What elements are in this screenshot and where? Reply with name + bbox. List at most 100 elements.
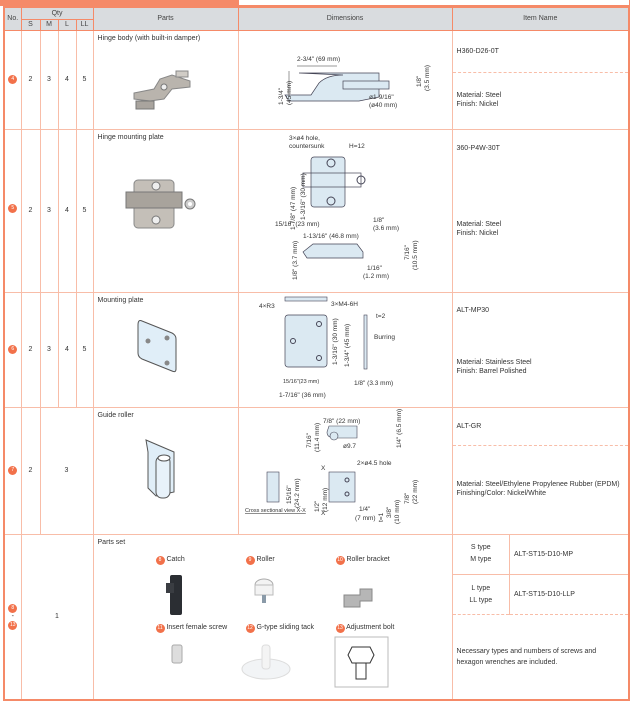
- table-row: 8 - 13 1 Parts set 8 Catch 9 Roller 10 R…: [3, 533, 630, 701]
- item-number-badge: 5: [8, 203, 18, 213]
- svg-text:7/8" (22 mm): 7/8" (22 mm): [323, 418, 360, 425]
- svg-text:(1.2 mm): (1.2 mm): [363, 273, 389, 280]
- header-l: L: [57, 18, 77, 31]
- range-separator: -: [11, 612, 14, 620]
- hinge-mounting-plate-image: [125, 179, 196, 228]
- type-label: L type: [471, 584, 491, 592]
- guide-roller-image: [144, 438, 175, 498]
- svg-text:7/8": 7/8": [404, 491, 411, 503]
- svg-text:countersunk: countersunk: [289, 143, 325, 150]
- svg-text:Cross sectional view X-X: Cross sectional view X-X: [245, 508, 306, 514]
- item-code: ALT-MP30: [456, 307, 490, 314]
- qty-all: 1: [20, 533, 94, 701]
- svg-text:(45 mm): (45 mm): [286, 80, 293, 104]
- finish: Finish: Barrel Polished: [456, 367, 527, 375]
- part-cell: Hinge mounting plate: [92, 128, 239, 293]
- svg-text:ø1-9/16": ø1-9/16": [369, 94, 394, 101]
- svg-text:3/8": 3/8": [386, 505, 393, 517]
- qty-ll: 5: [75, 128, 94, 293]
- svg-text:(ø40 mm): (ø40 mm): [369, 102, 397, 109]
- qty-s: 2: [20, 406, 41, 535]
- item-name-cell: ALT-GR Material: Steel/Ethylene Propylen…: [451, 406, 630, 535]
- svg-text:(11.4 mm): (11.4 mm): [314, 422, 321, 451]
- item-number-badge: 6: [8, 345, 18, 354]
- part-name: Mounting plate: [97, 296, 144, 304]
- svg-text:(7 mm): (7 mm): [355, 515, 376, 522]
- qty-ll: 5: [75, 291, 94, 408]
- svg-text:15/16": 15/16": [286, 484, 293, 503]
- svg-text:7/16": 7/16": [306, 432, 313, 448]
- type-label: M type: [470, 556, 492, 564]
- item-number-badge: 13: [8, 620, 18, 630]
- hinge-body-image: [133, 70, 191, 109]
- svg-text:t=2: t=2: [376, 313, 386, 320]
- part-cell: Mounting plate: [92, 291, 239, 408]
- set-item-roller-bracket: 10 Roller bracket: [335, 555, 390, 565]
- svg-text:1-3/4": 1-3/4": [278, 87, 285, 105]
- item-number-badge: 4: [8, 75, 18, 84]
- set-item-adjustment-bolt: 13 Adjustment bolt: [335, 623, 395, 633]
- qty-s: 2: [20, 128, 41, 293]
- svg-text:1-13/16" (46.8 mm): 1-13/16" (46.8 mm): [303, 233, 359, 240]
- header-item-name: Item Name: [451, 6, 630, 31]
- item-name-cell: S type M type ALT-ST15-D10-MP L type LL ty…: [451, 533, 630, 701]
- svg-text:1/2": 1/2": [314, 499, 321, 511]
- top-box: [238, 0, 630, 6]
- svg-text:(22 mm): (22 mm): [412, 479, 419, 503]
- qty-s: 2: [20, 291, 41, 408]
- svg-text:2-3/4" (69 mm): 2-3/4" (69 mm): [297, 56, 340, 63]
- qty-ll: 5: [75, 29, 94, 130]
- svg-text:1/8": 1/8": [373, 217, 385, 224]
- svg-text:1/8" (3.7 mm): 1/8" (3.7 mm): [292, 240, 299, 279]
- svg-text:1-7/16" (36 mm): 1-7/16" (36 mm): [279, 392, 326, 399]
- svg-text:(12 mm): (12 mm): [322, 487, 329, 511]
- svg-text:1-3/16" (30 mm): 1-3/16" (30 mm): [300, 173, 307, 220]
- svg-text:1/4": 1/4": [359, 506, 371, 513]
- svg-text:X: X: [321, 465, 326, 472]
- svg-text:t=1: t=1: [378, 512, 385, 522]
- header-no: No.: [3, 6, 22, 31]
- table-row: 6 2 3 4 5 Mounting plate 4×R3 3×M4-6H t=…: [3, 291, 630, 408]
- header-qty: Qty: [20, 6, 94, 20]
- svg-text:H=12: H=12: [349, 143, 365, 150]
- dimension-drawing: 7/8" (22 mm) 7/16" (11.4 mm) 1/4" (6.5 m…: [237, 406, 453, 535]
- type-label: LL type: [469, 596, 493, 604]
- type-label: S type: [470, 544, 491, 552]
- item-name-cell: H360-D26-0T Material: Steel Finish: Nick…: [451, 29, 630, 130]
- included-note: Necessary types and numbers of screws an…: [456, 647, 597, 666]
- item-code: ALT-ST15-D10-LLP: [509, 574, 629, 615]
- svg-text:1/8": 1/8": [416, 74, 423, 86]
- item-number-badge: 7: [8, 466, 18, 475]
- set-item-catch: 8 Catch: [155, 555, 185, 565]
- set-item-g-type-sliding-tack: 12 G-type sliding tack: [245, 623, 315, 633]
- svg-text:1-3/4" (45 mm): 1-3/4" (45 mm): [344, 323, 351, 366]
- item-code: H360-D26-0T: [452, 31, 629, 73]
- svg-text:1-3/16" (30 mm): 1-3/16" (30 mm): [332, 318, 339, 365]
- svg-text:15/16"(23 mm): 15/16"(23 mm): [283, 379, 319, 385]
- svg-text:1/16": 1/16": [367, 265, 383, 272]
- qty-m: 3: [39, 128, 59, 293]
- parts-set-cell: Parts set 8 Catch 9 Roller 10 Roller bra…: [92, 533, 453, 701]
- svg-text:3×ø4 hole,: 3×ø4 hole,: [289, 135, 320, 142]
- item-name-cell: 360-P4W-30T Material: Steel Finish: Nick…: [451, 128, 630, 293]
- item-number-badge: 8: [8, 603, 18, 613]
- dimension-drawing: 3×ø4 hole, countersunk H=12 1-7/8" (47 m…: [237, 128, 453, 293]
- svg-text:(10.5 mm): (10.5 mm): [412, 240, 419, 270]
- qty-m: 3: [39, 291, 59, 408]
- part-cell: Hinge body (with built-in damper): [92, 29, 239, 130]
- material: Material: Stainless Steel: [456, 358, 532, 366]
- svg-text:1/4" (6.5 mm): 1/4" (6.5 mm): [396, 408, 403, 447]
- qty-s: 2: [20, 29, 41, 130]
- material: Material: Steel/Ethylene Propylenee Rubb…: [456, 480, 620, 488]
- table-row: 4 2 3 4 5 Hinge body (with built-in damp…: [3, 29, 630, 130]
- qty-l: 4: [57, 29, 77, 130]
- svg-text:2×ø4.5 hole: 2×ø4.5 hole: [357, 460, 392, 467]
- qty-m: 3: [39, 29, 59, 130]
- svg-text:15/16" (23 mm): 15/16" (23 mm): [275, 221, 320, 228]
- set-item-insert-female-screw: 11 Insert female screw: [155, 623, 228, 633]
- material: Material: Steel: [456, 220, 502, 228]
- item-code: ALT-ST15-D10-MP: [509, 534, 629, 575]
- part-name: Guide roller: [97, 411, 134, 419]
- svg-text:(24.2 mm): (24.2 mm): [294, 478, 301, 508]
- header-dimensions: Dimensions: [237, 6, 453, 31]
